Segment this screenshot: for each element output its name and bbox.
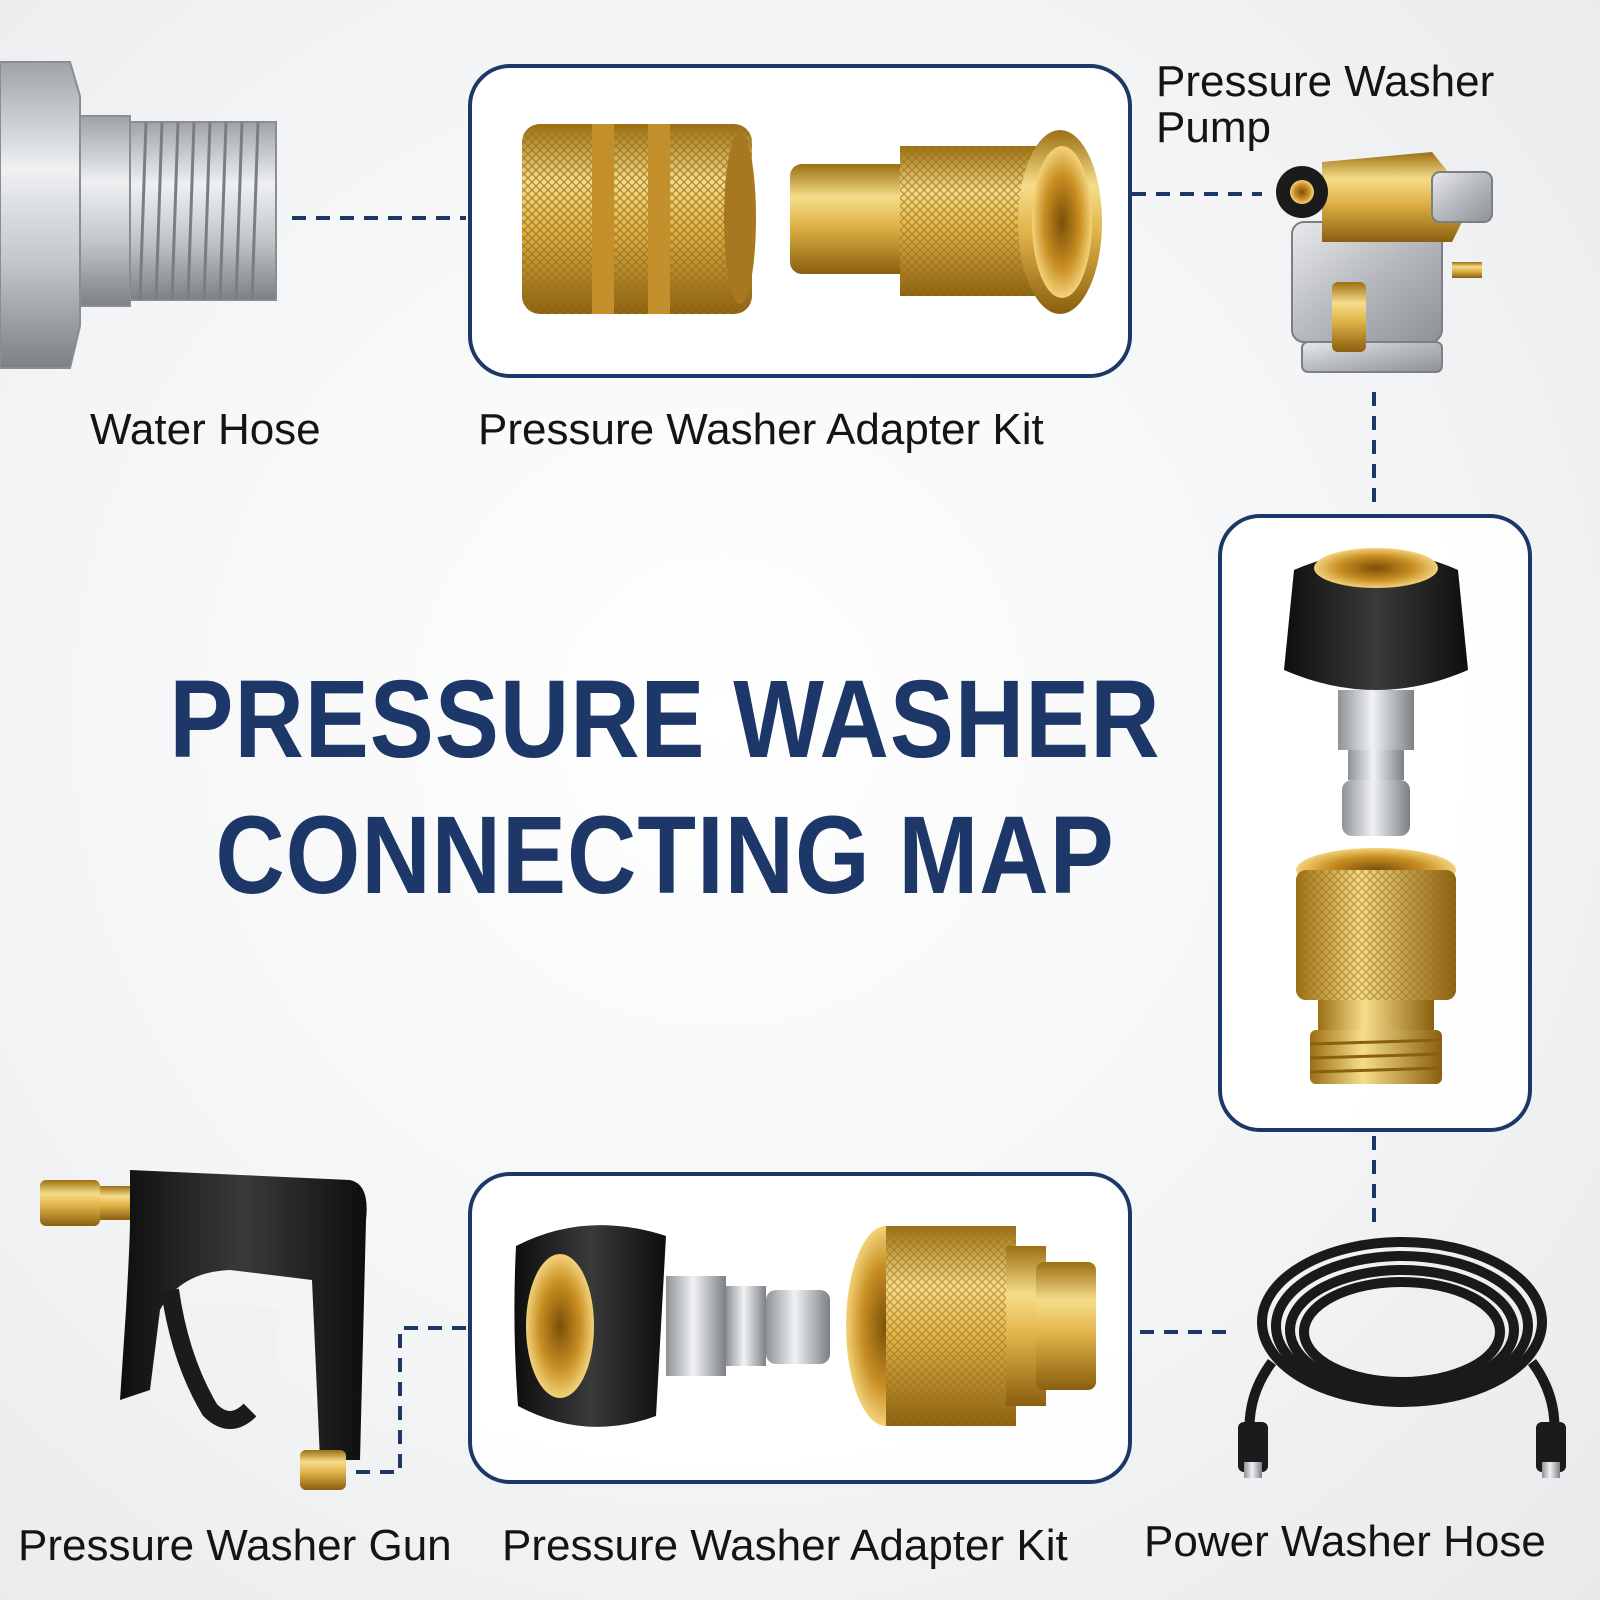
label-pump-line1: Pressure Washer [1156, 57, 1495, 106]
spray-gun-icon [40, 1170, 367, 1490]
page-title-line1: PRESSURE WASHER [169, 657, 1161, 781]
twist-adapter-pair-icon [514, 1225, 1096, 1427]
page-title-line2: CONNECTING MAP [215, 793, 1115, 917]
brass-coupler-icon [522, 124, 1102, 314]
label-pump-line2: Pump [1156, 103, 1271, 152]
label-power-hose: Power Washer Hose [1144, 1517, 1546, 1566]
label-gun: Pressure Washer Gun [18, 1521, 452, 1570]
connector-kit-to-gun [340, 1326, 466, 1474]
label-adapter-kit-top: Pressure Washer Adapter Kit [478, 405, 1044, 454]
label-water-hose: Water Hose [90, 405, 321, 454]
label-adapter-kit-bottom: Pressure Washer Adapter Kit [502, 1521, 1068, 1570]
water-hose-fitting-icon [0, 61, 277, 369]
twist-connector-icon [1284, 548, 1468, 1084]
coiled-hose-icon [1238, 1237, 1566, 1478]
pressure-pump-icon [1276, 152, 1493, 373]
